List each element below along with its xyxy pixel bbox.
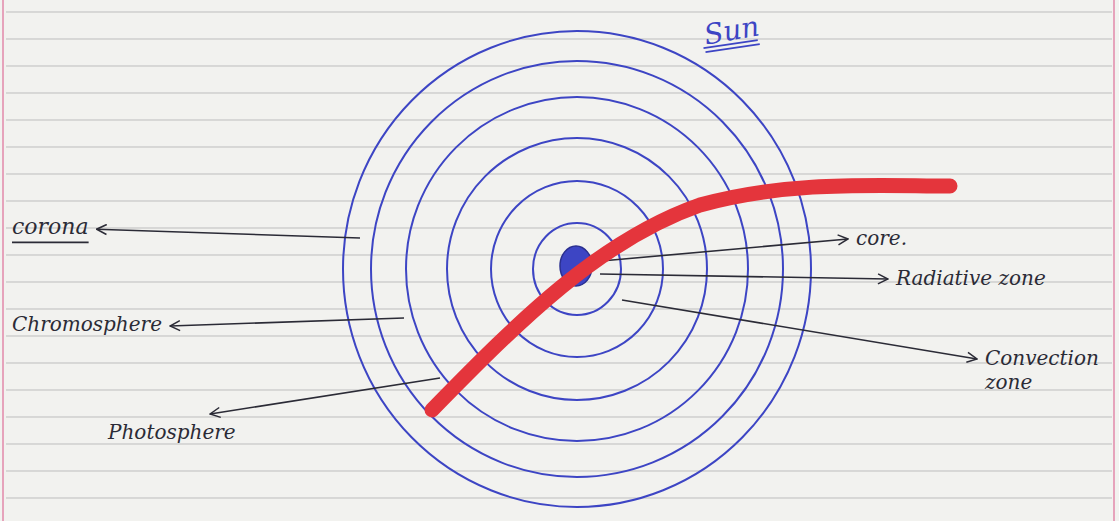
ruled-line bbox=[6, 39, 1112, 40]
ruled-line bbox=[6, 471, 1112, 472]
leader-line bbox=[622, 300, 977, 359]
ruled-line bbox=[6, 417, 1112, 418]
layer-label: Convection zone bbox=[985, 346, 1110, 394]
ruled-line bbox=[6, 309, 1112, 310]
ruled-line bbox=[6, 498, 1112, 499]
ruled-line bbox=[6, 363, 1112, 364]
ruled-line bbox=[6, 201, 1112, 202]
red-strike bbox=[432, 185, 950, 410]
layer-label: Radiative zone bbox=[896, 266, 1046, 290]
ruled-line bbox=[6, 255, 1112, 256]
layer-label: corona bbox=[12, 214, 89, 240]
leader-line bbox=[210, 378, 440, 414]
leader-line bbox=[170, 318, 404, 326]
margin-line bbox=[1113, 0, 1115, 521]
underlines bbox=[12, 40, 760, 242]
layer-label: core. bbox=[856, 226, 907, 250]
leader-lines bbox=[97, 229, 977, 414]
ruled-line bbox=[6, 12, 1112, 13]
ruled-line bbox=[6, 147, 1112, 148]
leader-line bbox=[97, 229, 360, 238]
ruled-lines bbox=[6, 12, 1112, 498]
leader-line bbox=[600, 274, 888, 279]
ruled-line bbox=[6, 390, 1112, 391]
ruled-line bbox=[6, 336, 1112, 337]
ruled-line bbox=[6, 120, 1112, 121]
layer-label: Chromosphere bbox=[12, 312, 162, 336]
ruled-line bbox=[6, 66, 1112, 67]
layer-label: Photosphere bbox=[108, 420, 236, 444]
ruled-line bbox=[6, 93, 1112, 94]
margin-line bbox=[2, 0, 4, 521]
ruled-line bbox=[6, 174, 1112, 175]
underline bbox=[12, 241, 89, 243]
